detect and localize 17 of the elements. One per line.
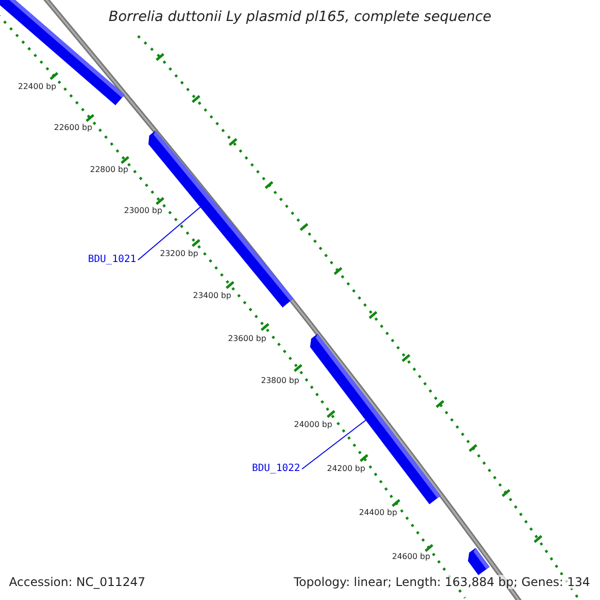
position-label: 23200 bp — [160, 249, 198, 259]
gene-label: BDU_1022 — [252, 463, 300, 475]
position-label: 24000 bp — [294, 420, 332, 430]
leader-line — [138, 206, 202, 260]
position-label: 23600 bp — [228, 334, 266, 344]
position-label: 23000 bp — [124, 206, 162, 216]
position-label: 24200 bp — [327, 464, 366, 474]
leader-line — [302, 420, 366, 470]
gene-label: BDU_1021 — [88, 254, 136, 266]
info-text: Accession: NC_011247 — [9, 575, 146, 589]
position-label: 23400 bp — [193, 291, 232, 301]
title: Borrelia duttonii Ly plasmid pl165, complete sequence — [108, 9, 492, 25]
position-label: 22400 bp — [18, 82, 56, 92]
gene-feature-bar — [468, 548, 490, 576]
info-text: Topology: linear; Length: 163,884 bp; Genes: 134 — [294, 575, 590, 589]
position-label: 24600 bp — [392, 552, 430, 562]
gene-feature-bar — [148, 130, 294, 308]
